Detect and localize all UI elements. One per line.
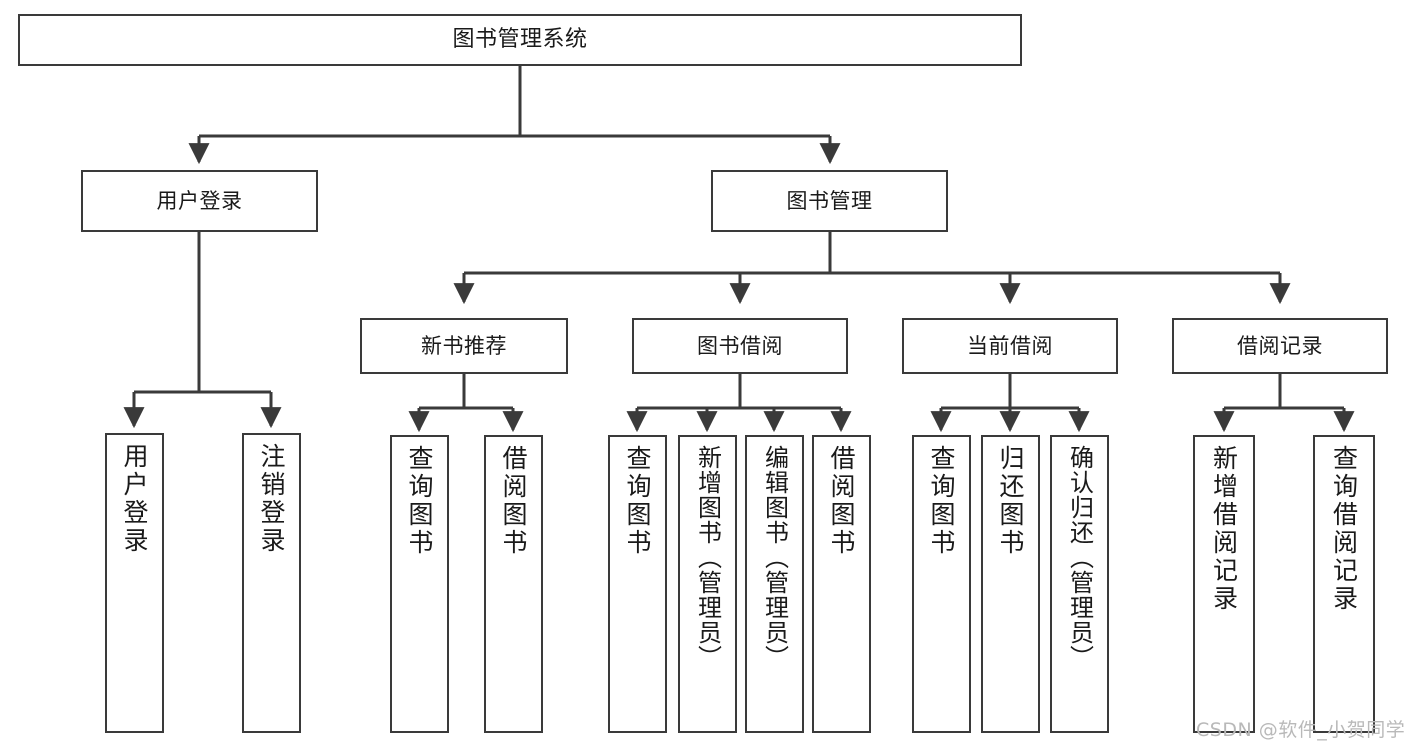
leaf-label: 查询图书 (405, 445, 434, 557)
node-book-management-label: 图书管理 (786, 188, 873, 213)
leaf-user-login-logout[interactable]: 注销登录 (242, 433, 301, 733)
leaf-current-borrow-query-book[interactable]: 查询图书 (912, 435, 971, 733)
leaf-new-book-borrow-book[interactable]: 借阅图书 (484, 435, 543, 733)
node-borrow-record-label: 借阅记录 (1237, 333, 1323, 358)
node-user-login-label: 用户登录 (156, 188, 243, 213)
leaf-current-borrow-confirm-return-admin[interactable]: 确认归还（管理员） (1050, 435, 1109, 733)
leaf-book-borrow-borrow-book[interactable]: 借阅图书 (812, 435, 871, 733)
node-current-borrow-label: 当前借阅 (967, 333, 1053, 358)
leaf-borrow-record-add-record[interactable]: 新增借阅记录 (1193, 435, 1255, 733)
node-root-label: 图书管理系统 (452, 27, 588, 53)
node-book-management[interactable]: 图书管理 (711, 170, 948, 232)
leaf-book-borrow-edit-book-admin[interactable]: 编辑图书（管理员） (745, 435, 804, 733)
leaf-borrow-record-query-record[interactable]: 查询借阅记录 (1313, 435, 1375, 733)
node-book-borrow[interactable]: 图书借阅 (632, 318, 848, 374)
leaf-label: 归还图书 (996, 445, 1025, 557)
node-new-book-recommend-label: 新书推荐 (421, 333, 507, 358)
leaf-label: 借阅图书 (499, 445, 528, 557)
leaf-label: 新增图书（管理员） (693, 445, 722, 670)
leaf-label: 查询借阅记录 (1329, 445, 1359, 613)
leaf-label: 查询图书 (927, 445, 956, 557)
node-root[interactable]: 图书管理系统 (18, 14, 1022, 66)
node-user-login[interactable]: 用户登录 (81, 170, 318, 232)
csdn-watermark: CSDN @软件_小贺同学 (1196, 719, 1405, 741)
node-current-borrow[interactable]: 当前借阅 (902, 318, 1118, 374)
leaf-label: 用户登录 (120, 443, 149, 555)
leaf-user-login-login[interactable]: 用户登录 (105, 433, 164, 733)
leaf-label: 新增借阅记录 (1209, 445, 1239, 613)
leaf-book-borrow-add-book-admin[interactable]: 新增图书（管理员） (678, 435, 737, 733)
leaf-label: 查询图书 (623, 445, 652, 557)
leaf-book-borrow-query-book[interactable]: 查询图书 (608, 435, 667, 733)
leaf-new-book-query-book[interactable]: 查询图书 (390, 435, 449, 733)
node-borrow-record[interactable]: 借阅记录 (1172, 318, 1388, 374)
leaf-label: 确认归还（管理员） (1065, 445, 1094, 670)
leaf-label: 编辑图书（管理员） (760, 445, 789, 670)
leaf-label: 借阅图书 (827, 445, 856, 557)
node-new-book-recommend[interactable]: 新书推荐 (360, 318, 568, 374)
node-book-borrow-label: 图书借阅 (697, 333, 783, 358)
leaf-label: 注销登录 (257, 443, 286, 555)
leaf-current-borrow-return-book[interactable]: 归还图书 (981, 435, 1040, 733)
